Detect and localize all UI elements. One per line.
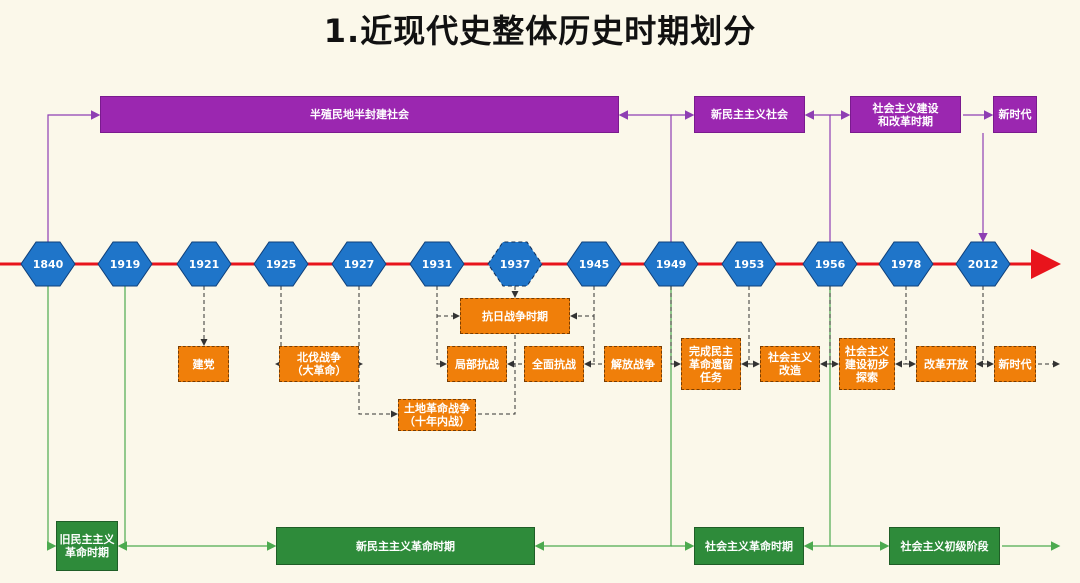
event-link xyxy=(976,286,984,368)
event-link xyxy=(570,286,595,320)
event-box: 新时代 xyxy=(994,346,1036,382)
event-link xyxy=(356,286,363,368)
revolution-period-box: 新民主主义革命时期 xyxy=(276,527,535,565)
event-box: 局部抗战 xyxy=(447,346,507,382)
year-label: 1840 xyxy=(33,258,64,271)
event-box: 建党 xyxy=(178,346,229,382)
event-box: 北伐战争 （大革命） xyxy=(279,346,359,382)
year-node-1945 xyxy=(566,241,622,287)
revolution-link xyxy=(46,286,57,551)
year-label: 1956 xyxy=(815,258,846,271)
year-node-1931 xyxy=(409,241,465,287)
society-period-box: 社会主义建设 和改革时期 xyxy=(850,96,961,133)
year-node-2012 xyxy=(955,241,1011,287)
year-label: 1919 xyxy=(110,258,141,271)
revolution-period-box: 旧民主主义 革命时期 xyxy=(56,521,118,571)
revolution-period-box: 社会主义革命时期 xyxy=(694,527,804,565)
event-link xyxy=(741,286,750,368)
event-link xyxy=(584,316,595,368)
society-link xyxy=(804,110,831,242)
event-box: 全面抗战 xyxy=(524,346,584,382)
year-node-1840 xyxy=(20,241,76,287)
event-link xyxy=(436,286,447,368)
year-label: 1931 xyxy=(422,258,453,271)
society-period-box: 新民主主义社会 xyxy=(694,96,805,133)
year-label: 1937 xyxy=(500,258,531,271)
event-link xyxy=(670,286,681,368)
event-link xyxy=(820,286,831,368)
year-node-1953 xyxy=(721,241,777,287)
year-label: 1925 xyxy=(266,258,297,271)
year-label: 1949 xyxy=(656,258,687,271)
year-node-1949 xyxy=(643,241,699,287)
revolution-link xyxy=(117,286,128,551)
year-node-1919 xyxy=(97,241,153,287)
year-node-1927 xyxy=(331,241,387,287)
year-node-1921 xyxy=(176,241,232,287)
event-box: 改革开放 xyxy=(916,346,976,382)
event-box: 社会主义 建设初步 探索 xyxy=(839,338,895,390)
year-label: 1953 xyxy=(734,258,765,271)
event-link xyxy=(895,286,907,368)
event-box: 抗日战争时期 xyxy=(460,298,570,334)
event-box: 社会主义 改造 xyxy=(760,346,820,382)
year-label: 2012 xyxy=(968,258,999,271)
year-label: 1927 xyxy=(344,258,375,271)
year-node-1978 xyxy=(878,241,934,287)
year-node-1937 xyxy=(487,241,543,287)
event-box: 完成民主 革命遗留 任务 xyxy=(681,338,741,390)
year-label: 1945 xyxy=(579,258,610,271)
page-title: 1.近现代史整体历史时期划分 xyxy=(323,12,757,50)
event-box: 土地革命战争 （十年内战） xyxy=(398,399,476,431)
event-box: 解放战争 xyxy=(604,346,662,382)
year-label: 1921 xyxy=(189,258,220,271)
revolution-period-box: 社会主义初级阶段 xyxy=(889,527,1000,565)
year-label: 1978 xyxy=(891,258,922,271)
society-period-box: 半殖民地半封建社会 xyxy=(100,96,619,133)
year-node-1925 xyxy=(253,241,309,287)
revolution-link xyxy=(803,286,831,551)
event-link xyxy=(358,364,398,418)
society-link xyxy=(47,110,101,242)
society-period-box: 新时代 xyxy=(993,96,1037,133)
year-node-1956 xyxy=(802,241,858,287)
society-link xyxy=(618,110,672,242)
